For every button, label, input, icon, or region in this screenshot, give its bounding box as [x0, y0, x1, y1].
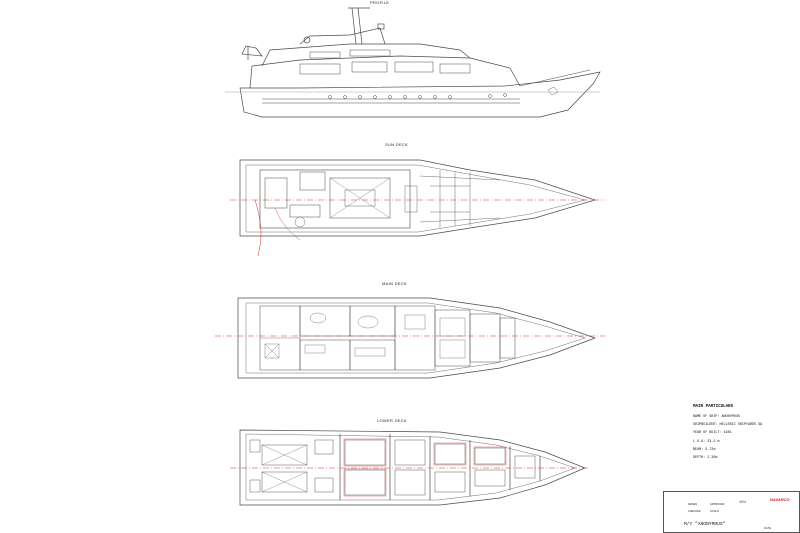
profile-view-label: PROFILE [370, 0, 390, 5]
sun-deck-view [239, 159, 597, 237]
particulars-beam: BEAM: 5.72m [693, 447, 716, 452]
profile-view [225, 7, 601, 118]
main-deck-label: MAIN DECK [382, 281, 407, 286]
lower-deck-view [239, 429, 586, 506]
tb-drawn: DRAWN [688, 503, 698, 506]
main-particulars: MAIN PARTICULARS NAME OF SHIP: ANONYMOUS… [693, 405, 793, 464]
tb-approved: APPROVED [710, 503, 725, 506]
particulars-year: YEAR OF BUILT: 1981 [693, 431, 732, 436]
particulars-loa: L.O.A: 23.3 m [693, 439, 720, 444]
particulars-depth: DEPTH: 2.30m [693, 455, 718, 460]
particulars-shipbuilder: SHIPBUILDER: HELLENIC SHIPYARDS SA [693, 423, 763, 428]
main-deck-view [237, 297, 597, 379]
tb-sheet-no: 101 [739, 501, 747, 505]
particulars-heading: MAIN PARTICULARS [693, 405, 734, 409]
sun-deck-label: SUN DECK [385, 142, 409, 147]
vessel-name: M/Y "ANONYMOUS" [684, 522, 726, 527]
particulars-ship-name: NAME OF SHIP: ANONYMOUS [693, 415, 740, 419]
lower-deck-centerline [230, 438, 590, 497]
lower-deck-label: LOWER DECK [377, 418, 407, 423]
tb-date: DATE [764, 527, 772, 530]
sun-deck-centerline [230, 199, 605, 257]
company-name: NAVARCO [770, 497, 790, 502]
tb-checked: CHECKED [688, 510, 701, 513]
tb-scale: SCALE [710, 510, 720, 513]
